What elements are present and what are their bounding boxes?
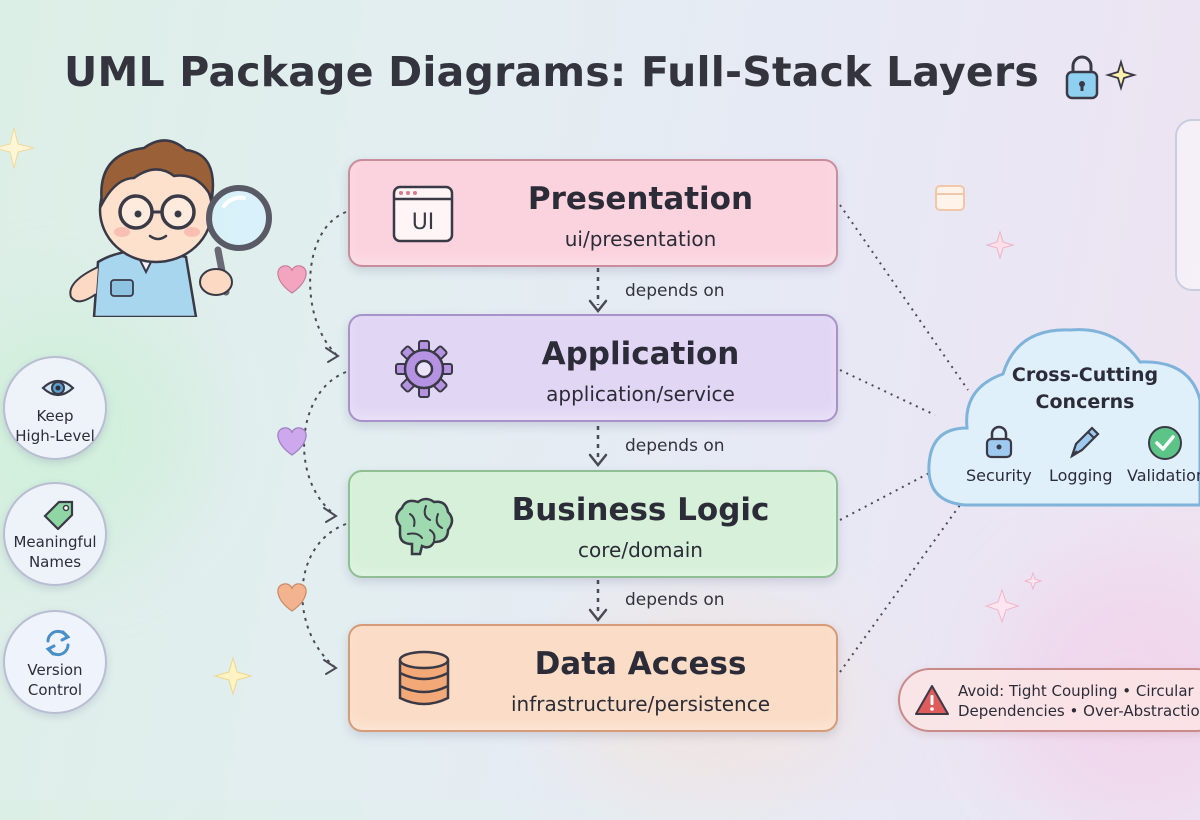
concern-validation: Validation	[1127, 466, 1200, 485]
curved-connector	[301, 523, 347, 667]
warning-line: Dependencies • Over-Abstraction	[958, 702, 1200, 720]
curved-connector	[303, 371, 347, 515]
sparkle-icon	[985, 230, 1015, 260]
cross-cutting-cloud	[927, 328, 1200, 507]
sparkle-icon	[0, 127, 35, 169]
package-path: infrastructure/persistence	[511, 692, 770, 716]
sparkle-icon	[984, 588, 1020, 624]
cross-cutting-title: Cross-Cutting Concerns	[1000, 362, 1170, 416]
dependency-label: depends on	[625, 590, 725, 610]
heart-icon	[277, 265, 307, 294]
cloud-title-line: Concerns	[1035, 391, 1135, 413]
box-icon	[935, 185, 965, 211]
warning-icon	[915, 685, 949, 715]
lock-icon	[985, 425, 1013, 459]
brain-icon	[395, 497, 454, 556]
sparkle-icon	[1023, 571, 1043, 591]
package-application[interactable]: Application application/service	[348, 314, 838, 422]
dependency-label: depends on	[625, 281, 725, 301]
ui-icon-text: UI	[412, 210, 435, 235]
database-icon	[398, 650, 450, 706]
curved-connector	[309, 211, 347, 355]
package-presentation[interactable]: UI Presentation ui/presentation	[348, 159, 838, 267]
package-name: Application	[541, 336, 740, 372]
ui-window-icon: UI	[392, 185, 454, 243]
tag-icon	[43, 500, 74, 530]
badge-line: Version	[27, 661, 83, 679]
heart-icon	[277, 427, 307, 456]
badge-line: High-Level	[15, 427, 95, 445]
pen-icon	[1070, 426, 1100, 459]
warning-line: Avoid: Tight Coupling • Circular	[958, 682, 1194, 700]
heart-icon	[277, 583, 307, 612]
package-name: Business Logic	[511, 492, 770, 528]
cloud-title-line: Cross-Cutting	[1011, 364, 1159, 386]
connector-layer	[0, 119, 1200, 696]
package-path: core/domain	[578, 538, 703, 562]
badge-line: Meaningful	[13, 533, 97, 551]
check-icon	[1148, 426, 1182, 460]
package-name: Data Access	[534, 646, 747, 682]
package-data-access[interactable]: Data Access infrastructure/persistence	[348, 624, 838, 732]
dependency-label: depends on	[625, 436, 725, 456]
mascot-with-magnifier	[69, 139, 272, 317]
concern-security: Security	[966, 466, 1032, 485]
refresh-icon	[45, 629, 71, 657]
concern-logging: Logging	[1049, 466, 1113, 485]
package-business-logic[interactable]: Business Logic core/domain	[348, 470, 838, 578]
title-lock-icon	[1065, 55, 1138, 100]
package-path: application/service	[546, 382, 735, 406]
edge-card	[1175, 119, 1200, 291]
package-name: Presentation	[527, 181, 754, 217]
package-path: ui/presentation	[564, 227, 717, 251]
sparkle-icon	[213, 656, 253, 696]
warning-text: Avoid: Tight Coupling • Circular Depende…	[958, 681, 1200, 721]
gear-icon	[395, 340, 453, 398]
badge-line: Keep	[36, 407, 74, 425]
page-title: UML Package Diagrams: Full-Stack Layers	[64, 48, 1039, 96]
badge-line: Names	[28, 553, 82, 571]
badge-line: Control	[27, 681, 83, 699]
anti-pattern-warning	[898, 668, 1200, 732]
eye-icon	[41, 379, 75, 397]
